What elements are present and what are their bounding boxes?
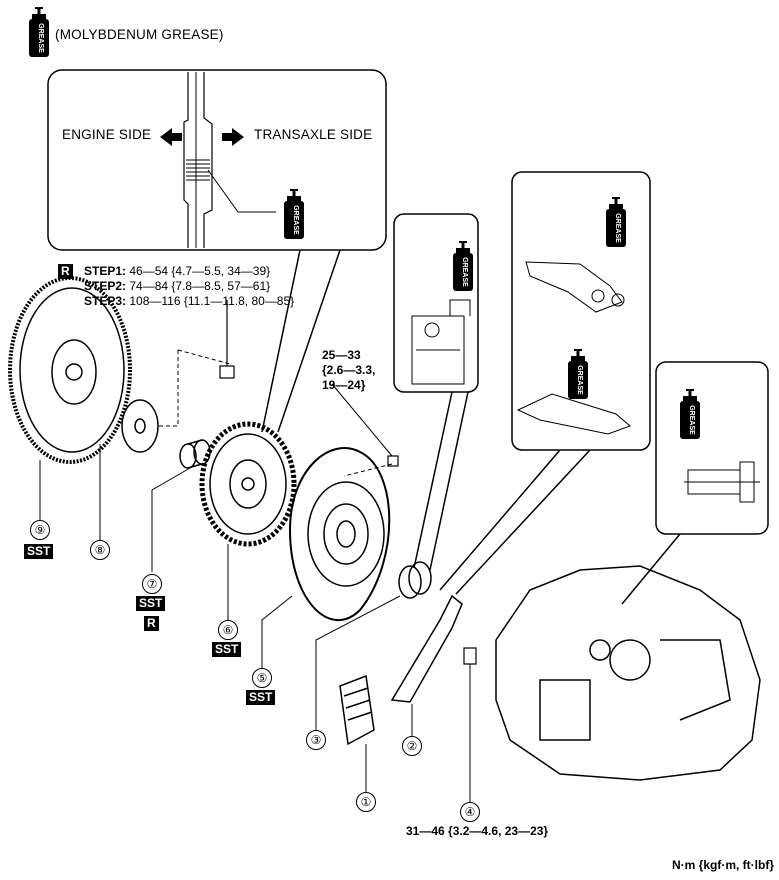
engine-side-label: ENGINE SIDE — [62, 127, 152, 142]
part-number-4: ④ — [460, 802, 480, 822]
grease-icon-bearing — [453, 241, 473, 291]
part-7-sst-badge: SST — [136, 596, 166, 611]
part-7-reuse-badge: R — [144, 616, 159, 631]
legend-grease-label: (MOLYBDENUM GREASE) — [55, 27, 224, 42]
part-6-sst-badge: SST — [212, 642, 242, 657]
flywheel-plate — [121, 399, 159, 453]
transaxle-case — [495, 565, 761, 781]
flywheel-bolt — [219, 300, 235, 379]
clutch-disc — [199, 421, 297, 547]
torque-units: N·m {kgf·m, ft·lbf} — [672, 858, 774, 872]
part-number-6: ⑥ — [218, 620, 238, 640]
part-number-7: ⑦ — [142, 574, 162, 594]
torque-step1: STEP1: 46—54 {4.7—5.5, 34—39} — [84, 264, 271, 278]
clutch-cover — [288, 447, 391, 622]
torque-step2: STEP2: 74—84 {7.8—8.5, 57—61} — [84, 279, 271, 293]
release-bearing — [398, 561, 432, 599]
grease-icon-fork-lower — [568, 349, 588, 399]
part-number-9: ⑨ — [30, 520, 50, 540]
grease-icon-shaft — [284, 189, 304, 239]
grease-icon-input-shaft — [680, 389, 700, 439]
grease-icon-fork-upper — [606, 197, 626, 247]
engine-side-arrow-icon — [160, 128, 182, 146]
part-number-2: ② — [402, 736, 422, 756]
part-leaders — [39, 444, 471, 802]
release-fork — [390, 594, 463, 703]
cover-bolt — [387, 455, 399, 467]
transaxle-side-arrow-icon — [222, 128, 244, 146]
torque-step3: STEP3: 108—116 {11.1—11.8, 80—85} — [84, 294, 295, 308]
legend-grease-icon — [29, 7, 49, 57]
pivot-bolt — [463, 647, 477, 665]
cover-bolt-torque: 25—33 {2.6—3.3, 19—24} — [322, 348, 376, 392]
part-5-sst-badge: SST — [246, 690, 276, 705]
bolt4-torque: 31—46 {3.2—4.6, 23—23} — [406, 824, 549, 838]
fork-boot — [339, 674, 375, 746]
flywheel-bolt-reuse-badge: R — [58, 264, 73, 279]
part-number-8: ⑧ — [90, 540, 110, 560]
part-number-5: ⑤ — [252, 668, 272, 688]
part-number-3: ③ — [306, 730, 326, 750]
transaxle-side-label: TRANSAXLE SIDE — [254, 127, 373, 142]
part-9-sst-badge: SST — [24, 544, 54, 559]
part-number-1: ① — [356, 792, 376, 812]
